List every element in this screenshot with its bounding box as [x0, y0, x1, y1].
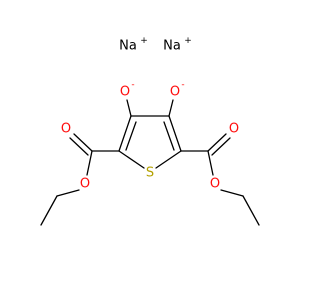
oxide-left-symbol: O — [120, 85, 130, 100]
oxide-left: O - — [120, 80, 135, 100]
sodium-1-symbol: Na — [119, 39, 137, 54]
sodium-1-charge: + — [140, 36, 148, 46]
oxide-left-charge: - — [131, 80, 134, 90]
oxide-right-charge: - — [181, 80, 184, 90]
right-carbonyl-oxygen: O — [229, 122, 239, 137]
bond-c4-c5-inner — [163, 121, 175, 151]
sodium-2-symbol: Na — [163, 39, 181, 54]
bond-c4-c5 — [168, 115, 182, 152]
bond-carbonyl-co-2 — [69, 137, 89, 156]
bond-ch2-ch3 — [40, 195, 58, 226]
left-ester — [40, 133, 120, 226]
bond-carbonyl-c-ether-o — [207, 150, 214, 176]
molecule-diagram: Na + Na + O - O - S O O O O — [40, 36, 260, 226]
bond-carbonyl-c-ether-o — [86, 150, 93, 176]
thiophene-ring — [118, 115, 182, 169]
bond-carbonyl-co — [73, 133, 93, 152]
bond-carbonyl-co — [207, 133, 227, 152]
bond-c5-s — [155, 150, 182, 169]
bond-c3-oxide — [126, 99, 132, 117]
right-ether-oxygen: O — [210, 177, 220, 192]
bond-c4-oxide — [168, 99, 174, 117]
sodium-ion-1: Na + — [119, 36, 148, 54]
oxide-right: O - — [170, 80, 185, 100]
right-ester — [180, 133, 260, 226]
oxide-right-symbol: O — [170, 85, 180, 100]
left-carbonyl-oxygen: O — [61, 122, 71, 137]
sodium-ion-2: Na + — [163, 36, 192, 54]
bond-ether-o-ch2 — [56, 189, 80, 197]
ring-sulfur: S — [146, 166, 154, 181]
bond-c3-c2 — [118, 115, 132, 152]
bond-c3-c2-inner — [125, 121, 137, 151]
sodium-2-charge: + — [184, 36, 192, 46]
left-ether-oxygen: O — [80, 177, 90, 192]
bond-ch2-ch3 — [242, 195, 260, 226]
bond-carbonyl-co-2 — [211, 137, 231, 156]
bond-c2-s — [118, 150, 145, 169]
bond-ether-o-ch2 — [220, 189, 244, 197]
